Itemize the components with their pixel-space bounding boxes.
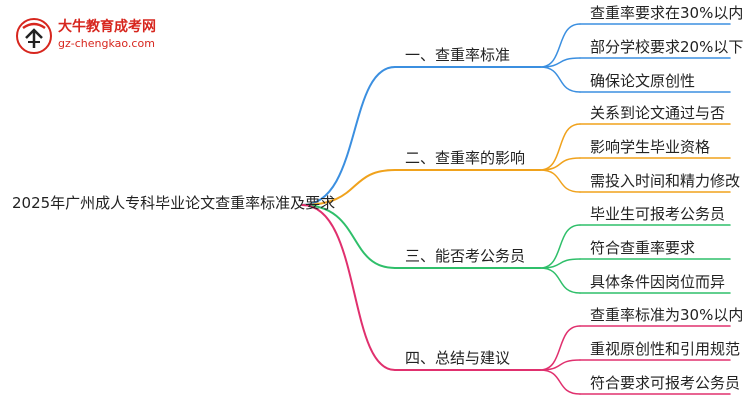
root-to-branch-connector — [301, 169, 396, 206]
leaf-node: 符合要求可报考公务员 — [590, 374, 741, 392]
branch-to-leaf-connector — [539, 66, 581, 93]
leaf-node: 影响学生毕业资格 — [590, 138, 711, 156]
branch-label-impact: 二、查重率的影响 — [405, 149, 526, 167]
leaf-node: 查重率标准为30%以内 — [590, 306, 744, 324]
branch-label-standard: 一、查重率标准 — [405, 46, 511, 64]
mindmap-root: 2025年广州成人专科毕业论文查重率标准及要求 — [12, 194, 336, 212]
branch-label-civil-service: 三、能否考公务员 — [405, 247, 526, 265]
branch-to-leaf-connector — [539, 157, 581, 171]
root-to-branch-connector — [301, 204, 396, 269]
branch-label-summary: 四、总结与建议 — [405, 349, 511, 367]
leaf-node: 重视原创性和引用规范 — [590, 340, 741, 358]
logo-url: gz-chengkao.com — [58, 37, 155, 50]
branch-to-leaf-connector — [539, 23, 581, 68]
root-to-branch-connector — [301, 204, 396, 371]
leaf-node: 查重率要求在30%以内 — [590, 4, 744, 22]
leaf-node: 确保论文原创性 — [590, 72, 696, 90]
branch-to-leaf-connector — [539, 267, 581, 294]
leaf-node: 关系到论文通过与否 — [590, 104, 726, 122]
logo-title: 大牛教育成考网 — [58, 19, 156, 35]
leaf-node: 毕业生可报考公务员 — [590, 205, 726, 223]
branch-to-leaf-connector — [539, 359, 581, 371]
bull-logo-icon — [16, 18, 52, 54]
branch-to-leaf-connector — [539, 123, 581, 171]
branch-to-leaf-connector — [539, 325, 581, 371]
root-to-branch-connector — [301, 66, 396, 206]
leaf-node: 需投入时间和精力修改 — [590, 172, 741, 190]
leaf-node: 符合查重率要求 — [590, 239, 696, 257]
site-logo[interactable]: 大牛教育成考网 gz-chengkao.com — [14, 14, 174, 58]
leaf-node: 具体条件因岗位而异 — [590, 273, 726, 291]
branch-to-leaf-connector — [539, 169, 581, 193]
branch-to-leaf-connector — [539, 369, 581, 395]
leaf-node: 部分学校要求20%以下 — [590, 38, 744, 56]
branch-to-leaf-connector — [539, 224, 581, 269]
